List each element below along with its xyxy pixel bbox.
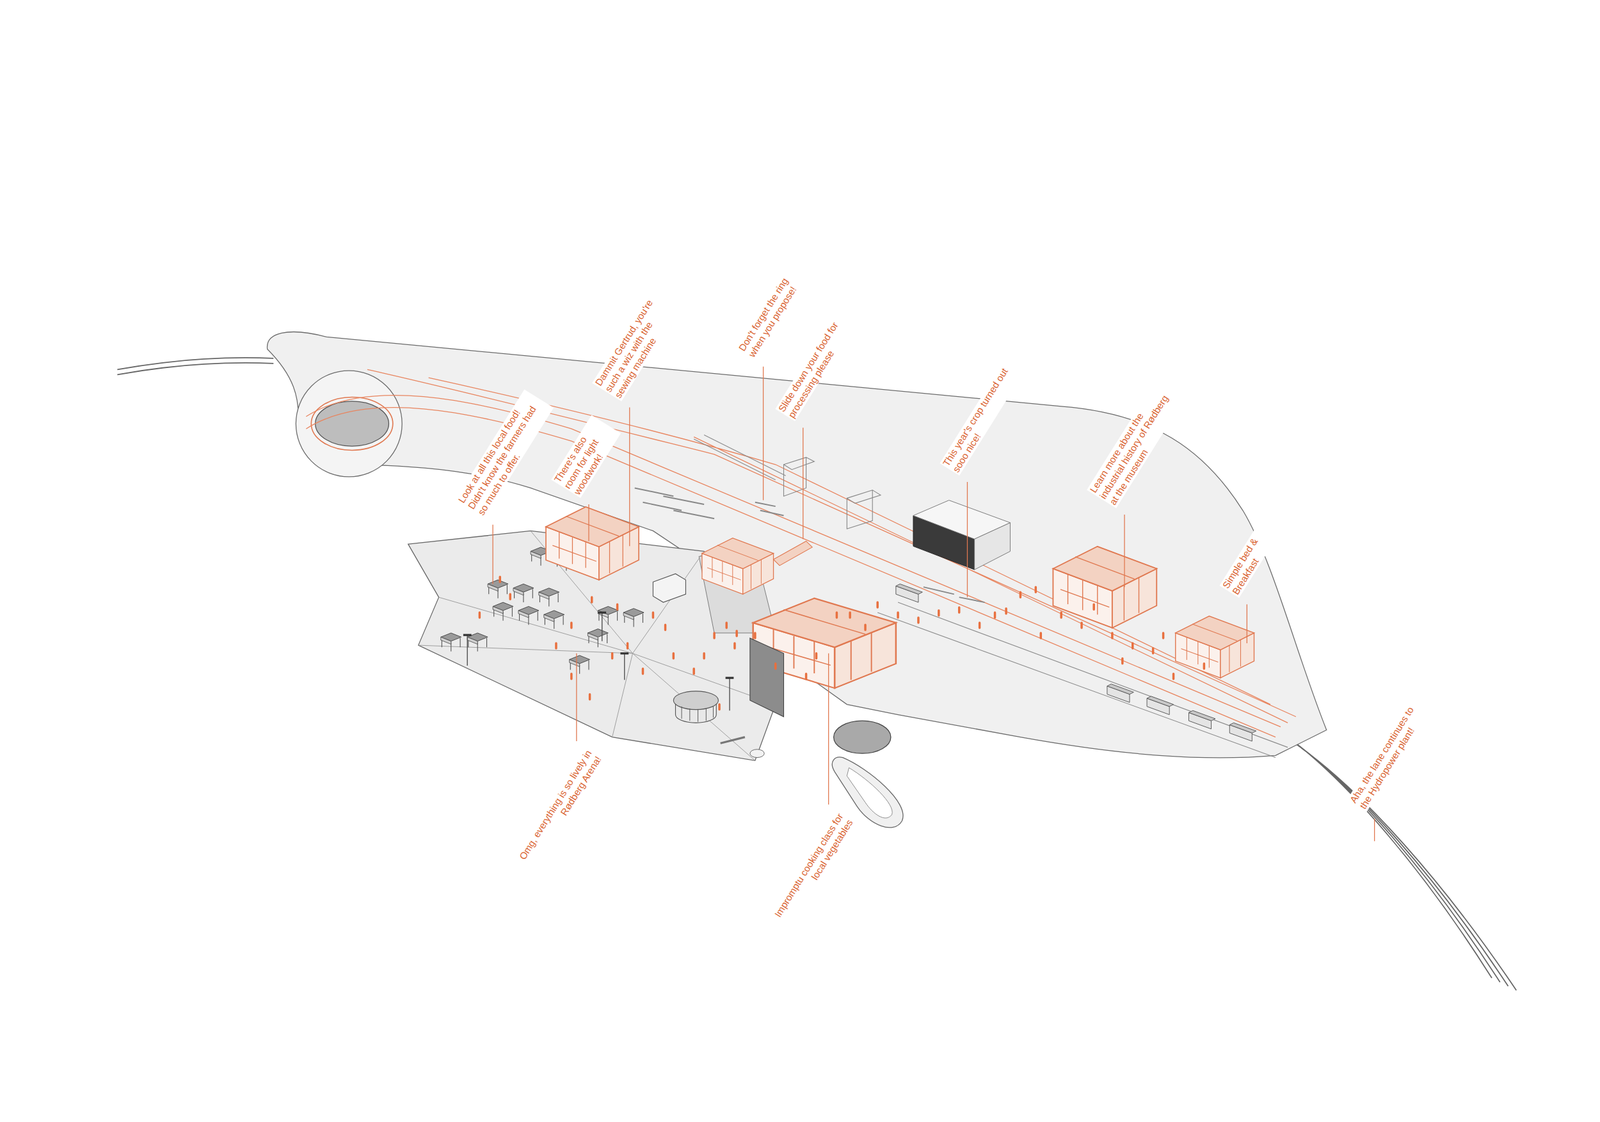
annotation-text: Impromptu cooking class for local vegeta… xyxy=(767,810,857,934)
van xyxy=(652,573,686,603)
annotation-text: Simple bed & Breakfast xyxy=(1219,515,1283,598)
market-stall xyxy=(487,579,509,599)
market-stall xyxy=(538,588,560,607)
annotation-text: Aha, the lane continues to the Hydropowe… xyxy=(1346,695,1432,813)
annotation-text: Look at all this local food! Didn't know… xyxy=(455,389,555,519)
annotation-text: This year's crop turned out sooo nice! xyxy=(939,363,1022,476)
market-stall xyxy=(440,632,462,652)
carousel-roof xyxy=(673,691,719,710)
slide-chute xyxy=(773,540,813,566)
market-stall xyxy=(597,606,619,625)
sewing-workshop xyxy=(545,506,639,580)
bench xyxy=(720,737,745,744)
siding xyxy=(693,435,786,480)
bed-and-breakfast xyxy=(1175,616,1255,679)
rail-line xyxy=(117,357,274,375)
benches xyxy=(634,487,985,603)
market-stall xyxy=(623,608,644,628)
rail-car xyxy=(1107,684,1134,703)
market-stall xyxy=(569,655,591,674)
people xyxy=(479,576,1204,710)
museum xyxy=(1052,546,1157,628)
roundabout xyxy=(295,370,402,477)
annotation-text: Omg, everything is so lively in Rødberg … xyxy=(510,746,605,879)
annotation-text: Slide down your food for processing plea… xyxy=(775,317,852,422)
rail-car xyxy=(896,583,923,603)
annotation-text: Don't forget the ring when you propose! xyxy=(735,259,811,361)
market-stall xyxy=(492,602,514,621)
rail-car xyxy=(1229,722,1256,742)
carousel-posts xyxy=(681,706,713,722)
leader-line xyxy=(492,366,1375,842)
planter xyxy=(750,749,765,758)
shed-side xyxy=(974,522,1011,570)
market-stall xyxy=(544,610,565,630)
rail-car xyxy=(1146,696,1174,715)
turntable-ring xyxy=(311,396,393,450)
screen-wall xyxy=(750,638,784,717)
market-stall xyxy=(587,629,608,648)
annotation-text: There's also room for light woodwork! xyxy=(551,415,621,499)
street-lamp xyxy=(467,612,730,711)
annotation-text: Dammit Gertrud, you're such a wiz with t… xyxy=(592,285,683,401)
track xyxy=(305,369,1296,737)
annotation-text: Learn more about the industrial history … xyxy=(1086,384,1183,509)
market-stall xyxy=(518,606,539,625)
pond xyxy=(833,720,891,754)
market-stall xyxy=(513,583,534,603)
glass-frame xyxy=(783,457,880,530)
rail-car xyxy=(1188,710,1215,729)
loop-road-inner xyxy=(846,768,893,819)
food-processing xyxy=(702,538,774,595)
